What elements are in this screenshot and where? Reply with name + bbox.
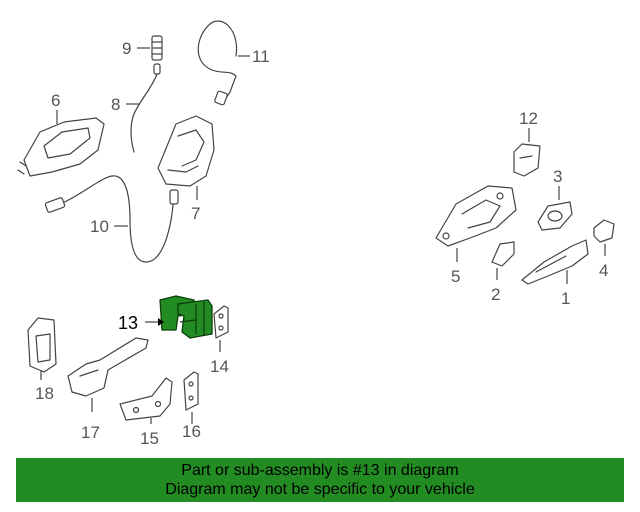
part-4-end-cap[interactable] (593, 219, 615, 243)
part-5-handle-carrier[interactable] (435, 185, 517, 247)
callout-5[interactable]: 5 (451, 267, 460, 286)
part-3-cover[interactable] (537, 201, 573, 231)
callout-12[interactable]: 12 (519, 109, 538, 128)
part-6-inner-handle[interactable] (17, 117, 105, 177)
callout-2[interactable]: 2 (491, 285, 500, 304)
callout-10[interactable]: 10 (90, 217, 109, 236)
callout-16[interactable]: 16 (182, 422, 201, 441)
callout-13[interactable]: 13 (118, 313, 138, 333)
part-10-cable[interactable] (44, 175, 179, 263)
part-18-housing[interactable] (27, 317, 57, 373)
part-11-cable[interactable] (197, 20, 238, 106)
callout-9[interactable]: 9 (122, 39, 131, 58)
part-7-latch-actuator[interactable] (157, 115, 215, 187)
callout-15[interactable]: 15 (140, 429, 159, 448)
part-16-shim[interactable] (183, 371, 199, 411)
callout-3[interactable]: 3 (553, 167, 562, 186)
exploded-parts-diagram: 9 8 11 6 7 10 12 (17, 20, 615, 448)
part-12-bracket[interactable] (513, 143, 541, 177)
part-17-check-strap[interactable] (67, 337, 149, 397)
callout-17[interactable]: 17 (81, 423, 100, 442)
callout-1[interactable]: 1 (561, 289, 570, 308)
part-1-outer-handle[interactable] (521, 239, 589, 285)
part-13-door-hinge-highlighted[interactable] (159, 295, 213, 339)
banner-line-2: Diagram may not be specific to your vehi… (165, 481, 475, 498)
arrowhead-13 (158, 318, 164, 326)
part-14-plate[interactable] (213, 305, 229, 339)
banner-line-1: Part or sub-assembly is #13 in diagram (181, 462, 459, 479)
part-2-gasket[interactable] (491, 241, 515, 267)
callout-18[interactable]: 18 (35, 384, 54, 403)
callout-6[interactable]: 6 (51, 91, 60, 110)
callout-8[interactable]: 8 (111, 95, 120, 114)
callout-4[interactable]: 4 (599, 261, 608, 280)
callout-11[interactable]: 11 (252, 47, 270, 66)
part-9-clip[interactable] (151, 35, 163, 61)
part-15-hinge-bracket[interactable] (119, 377, 173, 421)
part-8-rod[interactable] (130, 63, 161, 153)
info-banner: Part or sub-assembly is #13 in diagram D… (16, 458, 624, 502)
callout-14[interactable]: 14 (210, 357, 229, 376)
callout-7[interactable]: 7 (191, 204, 200, 223)
